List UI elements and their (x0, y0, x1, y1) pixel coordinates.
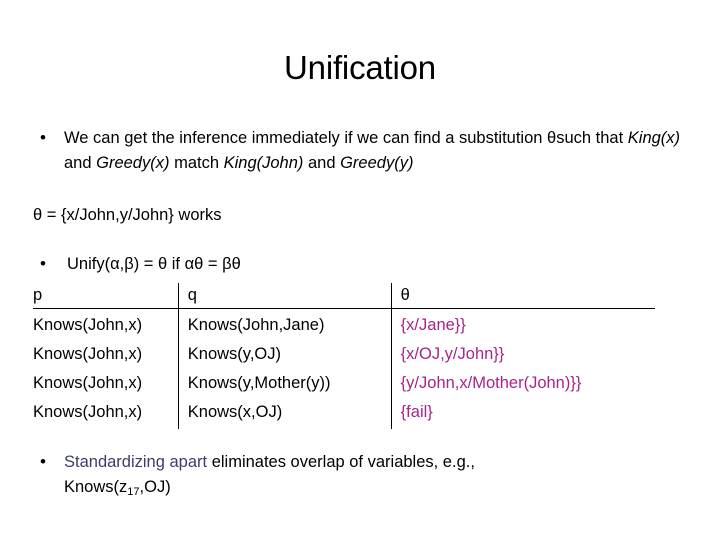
table-row: Knows(John,x) Knows(John,Jane) {x/Jane}} (33, 308, 655, 342)
cell-p: Knows(John,x) (33, 308, 179, 342)
bullet-intro: • We can get the inference immediately i… (36, 126, 696, 176)
standardize-highlight: Standardizing apart (64, 453, 208, 471)
intro-term-king-x: King(x) (627, 129, 681, 147)
cell-theta: {x/Jane}} (400, 316, 466, 334)
intro-join-1: and (64, 154, 97, 172)
bullet-marker-icon: • (40, 254, 46, 273)
standardize-example-pre: Knows(z (64, 478, 128, 496)
cell-q: Knows(John,Jane) (178, 308, 392, 342)
cell-theta: {fail} (400, 403, 433, 421)
cell-theta: {x/OJ,y/John}} (400, 345, 505, 363)
intro-line2-pre: such that (556, 129, 628, 147)
cell-p: Knows(John,x) (33, 371, 179, 400)
intro-join-3: and (303, 154, 341, 172)
table-header-q: q (178, 283, 392, 309)
bullet-unify: • Unify(α,β) = θ if αθ = βθ (36, 252, 436, 277)
cell-q: Knows(y,OJ) (178, 342, 392, 371)
bullet-marker-icon: • (40, 452, 46, 471)
standardize-example-post: ,OJ) (139, 478, 171, 496)
bullet-marker-icon: • (40, 128, 46, 147)
table-header-p: p (33, 283, 179, 309)
unification-table: p q θ Knows(John,x) Knows(John,Jane) {x/… (33, 283, 655, 429)
table-header-theta: θ (391, 283, 655, 309)
standardize-text: Standardizing apart eliminates overlap o… (64, 450, 475, 502)
intro-line1-pre: We can get the inference immediately if … (64, 129, 548, 147)
cell-q: Knows(y,Mother(y)) (178, 371, 392, 400)
intro-term-greedy-y: Greedy(y) (340, 154, 414, 172)
cell-p: Knows(John,x) (33, 400, 179, 429)
intro-term-king-john: King(John) (223, 154, 304, 172)
table-header-row: p q θ (33, 283, 655, 309)
cell-q: Knows(x,OJ) (178, 400, 392, 429)
bullet-intro-text: We can get the inference immediately if … (64, 126, 696, 176)
bullet-standardizing-apart: • Standardizing apart eliminates overlap… (36, 450, 676, 502)
standardize-example-subscript: 17 (127, 486, 140, 498)
intro-term-greedy-x: Greedy(x) (96, 154, 170, 172)
table-row: Knows(John,x) Knows(y,OJ) {x/OJ,y/John}} (33, 342, 655, 371)
cell-theta: {y/John,x/Mother(John)}} (400, 374, 582, 392)
page-title: Unification (284, 49, 436, 86)
table-row: Knows(John,x) Knows(y,Mother(y)) {y/John… (33, 371, 655, 400)
intro-theta-symbol: θ (547, 129, 557, 147)
unify-definition-text: Unify(α,β) = θ if αθ = βθ (67, 255, 241, 273)
table-row: Knows(John,x) Knows(x,OJ) {fail} (33, 400, 655, 429)
standardize-rest: eliminates overlap of variables, e.g., (207, 453, 475, 471)
cell-p: Knows(John,x) (33, 342, 179, 371)
intro-join-2: match (169, 154, 224, 172)
theta-substitution-line: θ = {x/John,y/John} works (33, 206, 222, 224)
